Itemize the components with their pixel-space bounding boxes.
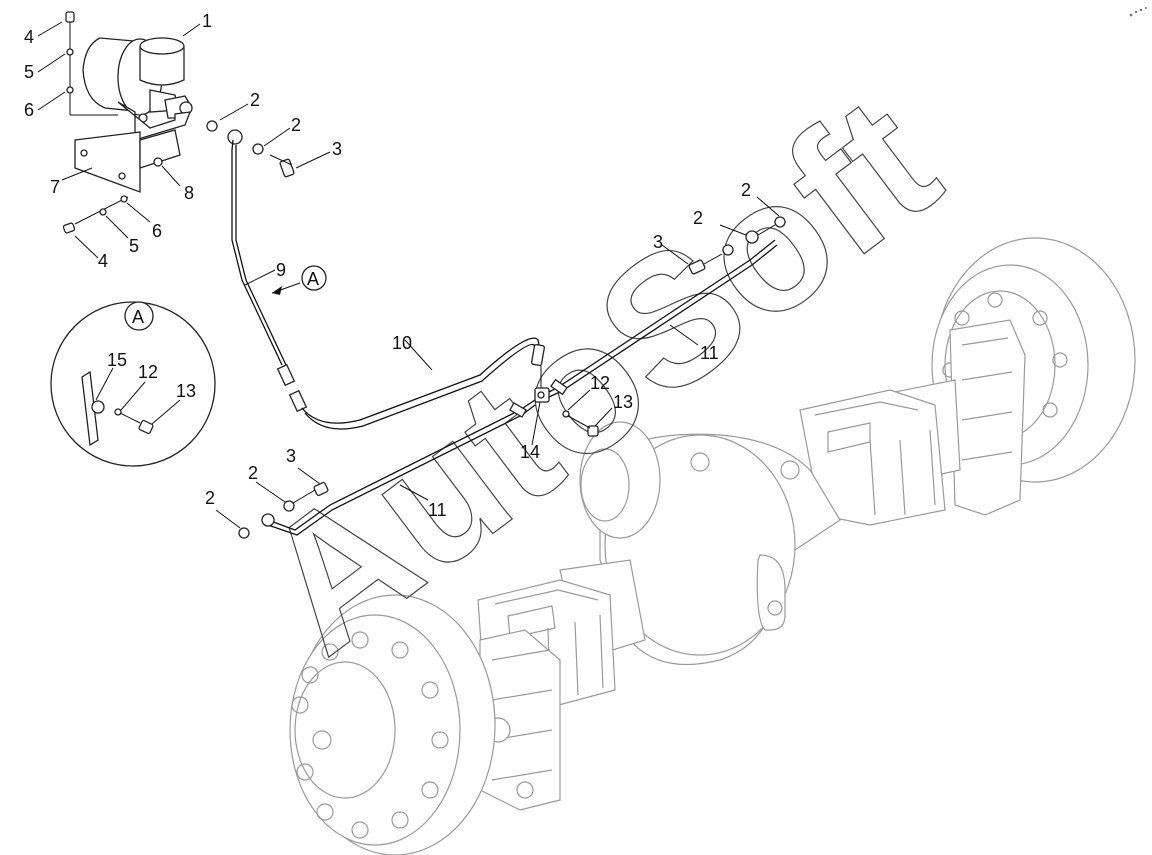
callout-13: 13	[613, 392, 633, 412]
detail-a-label: A	[132, 307, 144, 327]
brake-line-11-left	[267, 399, 536, 531]
brake-line-9	[231, 139, 283, 366]
callout-5: 5	[24, 62, 34, 82]
callout-5: 5	[129, 236, 139, 256]
callout-numbers: 1 2 2 3 4 5 6 7 8 6 5 4 9 10 2 2 3 11 12…	[24, 11, 751, 520]
washer-12	[562, 410, 570, 418]
view-ref-a-label: A	[307, 269, 319, 289]
callout-10: 10	[392, 333, 412, 353]
callout-11: 11	[428, 500, 447, 520]
callout-6: 6	[152, 221, 162, 241]
callout-6: 6	[24, 100, 34, 120]
callout-4: 4	[24, 27, 34, 47]
view-ref-a: A	[271, 265, 327, 295]
callout-9: 9	[276, 260, 286, 280]
bolt-13	[587, 425, 599, 437]
leader-lines	[37, 21, 780, 529]
master-cylinder	[82, 37, 193, 123]
callout-3: 3	[332, 139, 342, 159]
callout-2: 2	[248, 463, 258, 483]
callout-1: 1	[202, 11, 212, 31]
callout-12: 12	[138, 362, 158, 382]
axle-assembly	[289, 237, 1136, 855]
callout-15: 15	[107, 350, 127, 370]
callout-2: 2	[205, 488, 215, 508]
hardware-bottom	[62, 195, 129, 234]
callout-4: 4	[98, 251, 108, 271]
callout-11: 11	[700, 343, 719, 363]
mounting-bracket	[74, 101, 191, 193]
callout-7: 7	[50, 177, 60, 197]
callout-3: 3	[653, 232, 663, 252]
callout-8: 8	[184, 183, 194, 203]
callout-3: 3	[286, 446, 296, 466]
callout-12: 12	[590, 373, 610, 393]
callout-13: 13	[176, 381, 196, 401]
detail-a: A	[50, 301, 216, 467]
callout-2: 2	[250, 90, 260, 110]
banjo-fitting-right	[688, 216, 786, 275]
callout-2: 2	[741, 180, 751, 200]
callout-14: 14	[520, 442, 540, 462]
hardware-top	[65, 11, 118, 116]
brake-hose-10	[301, 337, 541, 424]
callout-2: 2	[291, 115, 301, 135]
tee-fitting-14	[534, 366, 550, 403]
banjo-fitting-master	[206, 120, 295, 178]
nut-8	[153, 157, 163, 167]
callout-2: 2	[693, 208, 703, 228]
corner-mark-icon	[1129, 7, 1147, 17]
banjo-fitting-left	[238, 481, 329, 539]
